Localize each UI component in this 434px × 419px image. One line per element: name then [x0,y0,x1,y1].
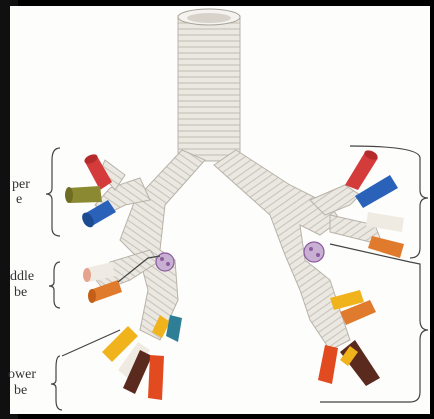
lower-lobe-label-line1: ower [8,368,36,382]
left-main-bronchus [95,150,205,340]
upper-lobe-label-line1: per [12,178,30,192]
trachea [178,9,240,161]
right-upper-vessels [345,148,404,258]
middle-lobe-label-line1: ddle [10,270,34,284]
right-bracket-lines [320,146,428,402]
upper-lobe-label-line2: e [16,193,22,207]
middle-lobe-label-line2: be [14,286,27,300]
lower-lobe-label-line2: be [14,384,27,398]
